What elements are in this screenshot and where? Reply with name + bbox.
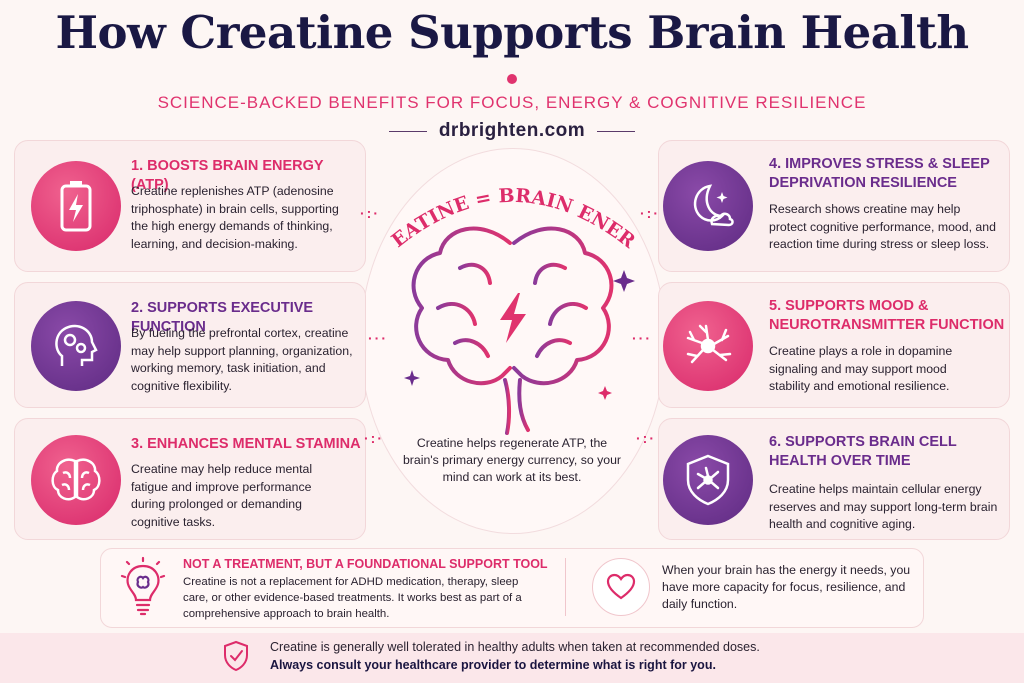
sparkle-icon <box>613 270 635 292</box>
brain-icon <box>31 435 121 525</box>
connector-dots: ··· <box>368 330 388 346</box>
page-subtitle: SCIENCE-BACKED BENEFITS FOR FOCUS, ENERG… <box>157 93 867 112</box>
connector-dots: ·:· <box>360 205 380 221</box>
moon-cloud-icon <box>663 161 753 251</box>
site-url: drbrighten.com <box>438 120 586 141</box>
connector-dots: ·:· <box>640 205 660 221</box>
center-illustration: CREATINE = BRAIN ENERGY <box>360 148 639 435</box>
lightbulb-icon <box>120 556 166 616</box>
benefit-card-6: 6. SUPPORTS BRAIN CELL HEALTH OVER TIME … <box>658 418 1010 540</box>
connector-dots: ·:· <box>364 430 384 446</box>
shield-check-icon <box>224 640 248 672</box>
benefit-card-1: 1. BOOSTS BRAIN ENERGY (ATP) Creatine re… <box>14 140 366 272</box>
note-title: NOT A TREATMENT, BUT A FOUNDATIONAL SUPP… <box>183 557 548 571</box>
benefit-body: Creatine plays a role in dopamine signal… <box>769 344 953 393</box>
brain-icon <box>411 226 614 435</box>
heart-badge <box>592 558 650 616</box>
benefit-title: 3. ENHANCES MENTAL STAMINA <box>131 436 361 452</box>
benefit-body: Creatine replenishes ATP (adenosine trip… <box>131 184 339 251</box>
heart-icon <box>606 573 636 600</box>
footer-consult: Always consult your healthcare provider … <box>270 658 716 672</box>
site-line-right <box>597 130 636 132</box>
page-title: How Creatine Supports Brain Health <box>55 6 969 59</box>
note-divider <box>565 558 566 616</box>
connector-dots: ··· <box>632 330 652 346</box>
benefit-title: 6. SUPPORTS BRAIN CELL HEALTH OVER TIME <box>769 434 957 469</box>
benefit-title: 2. SUPPORTS EXECUTIVE FUNCTION <box>131 300 314 335</box>
battery-icon <box>31 161 121 251</box>
heart-text: When your brain has the energy it needs,… <box>662 563 911 611</box>
benefit-body: Research shows creatine may help protect… <box>769 202 996 251</box>
benefit-card-3: 3. ENHANCES MENTAL STAMINA Creatine may … <box>14 418 366 540</box>
benefit-card-4: 4. IMPROVES STRESS & SLEEP DEPRIVATION R… <box>658 140 1010 272</box>
benefit-title: 4. IMPROVES STRESS & SLEEP DEPRIVATION R… <box>769 156 990 191</box>
site-row: drbrighten.com <box>0 120 1024 142</box>
shield-neuron-icon <box>663 435 753 525</box>
title-divider-dot <box>507 74 517 84</box>
sparkle-icon <box>404 370 420 386</box>
benefit-title: 5. SUPPORTS MOOD & NEUROTRANSMITTER FUNC… <box>769 298 1005 333</box>
benefit-body: Creatine may help reduce mental fatigue … <box>131 462 313 529</box>
benefit-card-5: 5. SUPPORTS MOOD & NEUROTRANSMITTER FUNC… <box>658 282 1010 408</box>
head-gears-icon <box>31 301 121 391</box>
note-body: Creatine is not a replacement for ADHD m… <box>183 576 522 620</box>
footer-disclaimer: Creatine is generally well tolerated in … <box>270 640 760 654</box>
connector-dots: ·:· <box>636 430 656 446</box>
center-caption: Creatine helps regenerate ATP, the brain… <box>402 436 622 484</box>
benefit-title: 1. BOOSTS BRAIN ENERGY (ATP) <box>131 158 324 193</box>
sparkle-icon <box>598 386 612 400</box>
footer-bar <box>0 633 1024 683</box>
benefit-card-2: 2. SUPPORTS EXECUTIVE FUNCTION By fuelin… <box>14 282 366 408</box>
site-line-left <box>388 130 427 132</box>
lightning-bolt-icon <box>500 293 526 343</box>
benefit-body: By fueling the prefrontal cortex, creati… <box>131 326 353 393</box>
neuron-icon <box>663 301 753 391</box>
note-box <box>100 548 924 628</box>
benefit-body: Creatine helps maintain cellular energy … <box>769 482 998 531</box>
